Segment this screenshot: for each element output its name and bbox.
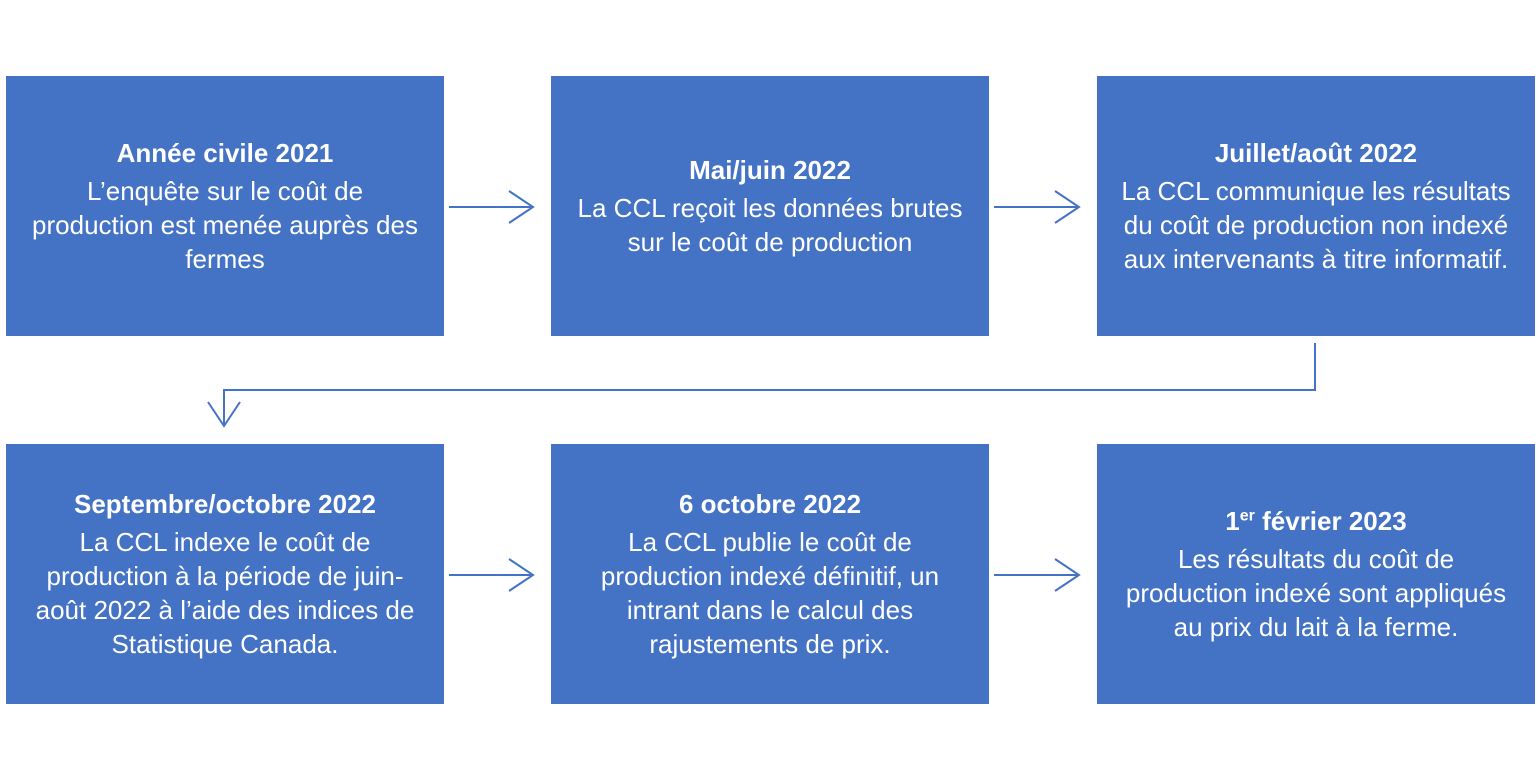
step-box-3: Juillet/août 2022 La CCL communique les … bbox=[1097, 76, 1535, 336]
step-body-3: La CCL communique les résultats du coût … bbox=[1121, 176, 1511, 274]
step-box-4: Septembre/octobre 2022 La CCL indexe le … bbox=[6, 444, 444, 704]
step-title-6-prefix: 1 bbox=[1225, 506, 1240, 536]
step-box-2: Mai/juin 2022 La CCL reçoit les données … bbox=[551, 76, 989, 336]
step-box-1: Année civile 2021 L’enquête sur le coût … bbox=[6, 76, 444, 336]
step-body-4: La CCL indexe le coût de production à la… bbox=[35, 527, 415, 659]
step-box-6: 1er février 2023 Les résultats du coût d… bbox=[1097, 444, 1535, 704]
arrow-2-to-3 bbox=[994, 190, 1081, 224]
arrow-5-to-6 bbox=[994, 558, 1081, 592]
step-box-5: 6 octobre 2022 La CCL publie le coût de … bbox=[551, 444, 989, 704]
arrow-1-to-2 bbox=[449, 190, 535, 224]
step-title-1: Année civile 2021 bbox=[116, 138, 334, 168]
step-body-6: Les résultats du coût de production inde… bbox=[1125, 544, 1507, 642]
step-title-4: Septembre/octobre 2022 bbox=[73, 489, 376, 519]
step-title-2: Mai/juin 2022 bbox=[689, 155, 851, 185]
step-body-5: La CCL publie le coût de production inde… bbox=[600, 527, 940, 659]
step-title-5: 6 octobre 2022 bbox=[678, 489, 862, 519]
arrow-3-to-4 bbox=[207, 343, 1316, 428]
step-title-6-rest: février 2023 bbox=[1254, 506, 1407, 536]
step-title-3: Juillet/août 2022 bbox=[1214, 138, 1418, 168]
step-title-6-sup: er bbox=[1239, 507, 1255, 525]
step-body-2: La CCL reçoit les données brutes sur le … bbox=[577, 193, 963, 257]
step-body-1: L’enquête sur le coût de production est … bbox=[32, 176, 418, 274]
step-title-6: 1er février 2023 bbox=[1225, 504, 1406, 538]
arrow-4-to-5 bbox=[449, 558, 535, 592]
